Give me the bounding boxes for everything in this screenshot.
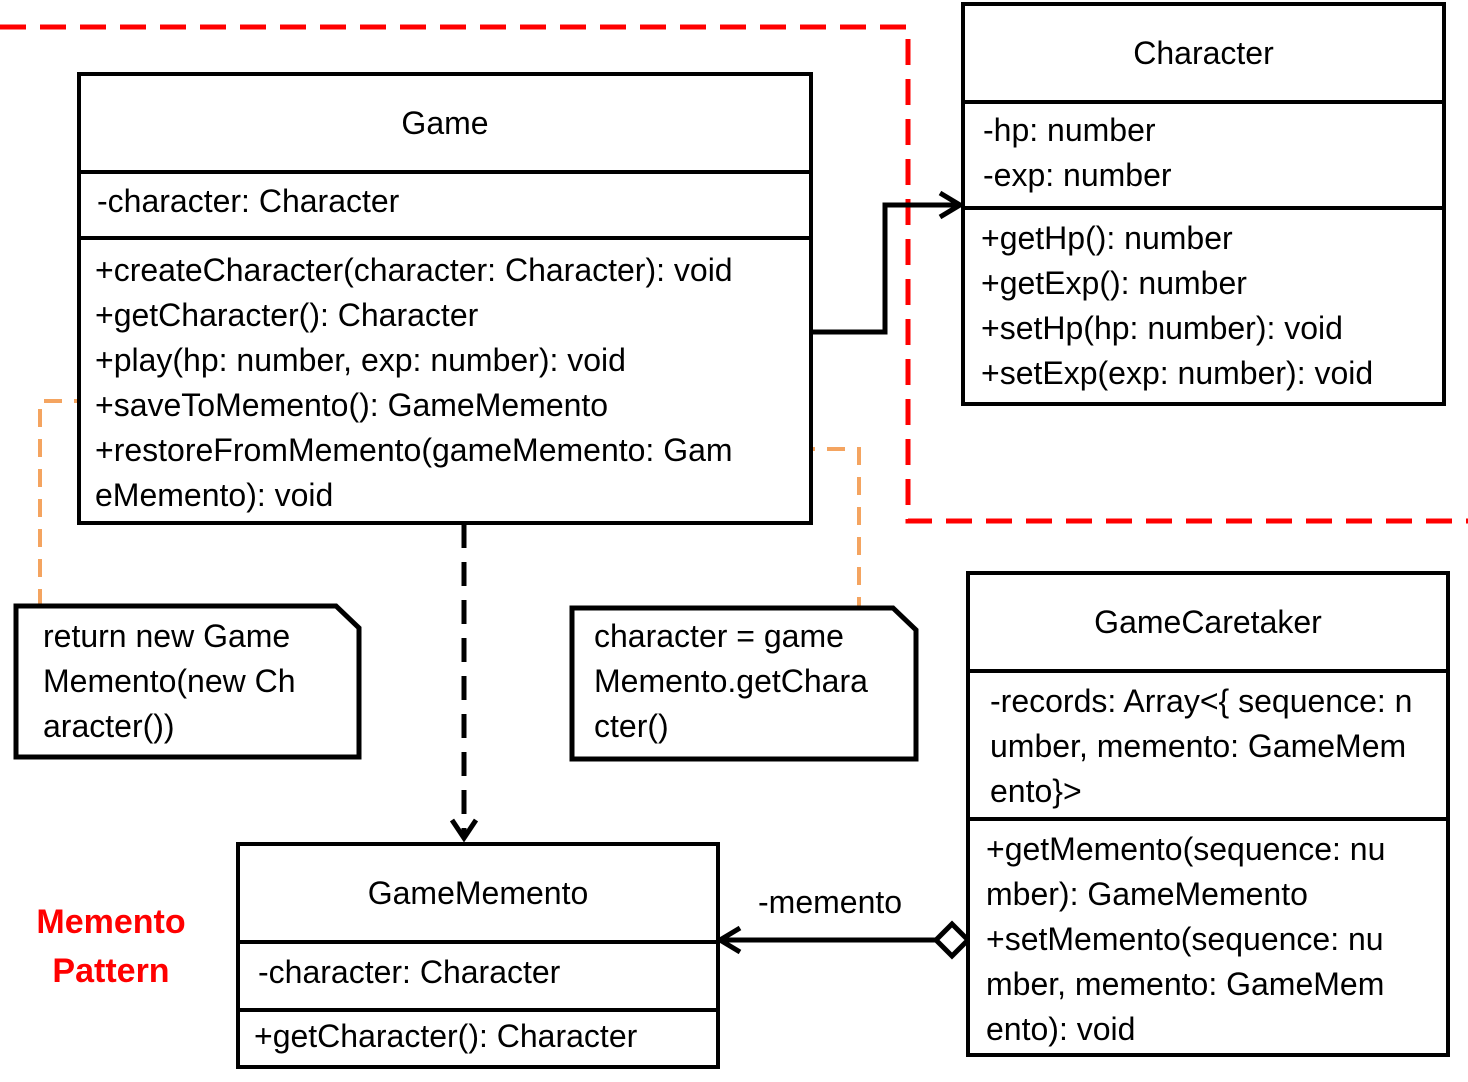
boundary-dashed-line xyxy=(0,24,1468,524)
character-methods-section: +getHp(): number +getExp(): number +setH… xyxy=(965,206,1442,396)
game-class-box: Game -character: Character +createCharac… xyxy=(77,72,813,525)
character-class-name: Character xyxy=(1133,35,1274,71)
game-caretaker-method: ento): void xyxy=(986,1011,1136,1047)
game-attribute: -character: Character xyxy=(97,183,400,219)
game-caretaker-method: +getMemento(sequence: nu xyxy=(986,831,1386,867)
game-attributes-section: -character: Character xyxy=(81,170,809,236)
game-method: +play(hp: number, exp: number): void xyxy=(95,342,626,378)
save-note-shape xyxy=(13,603,362,760)
save-note-line: aracter()) xyxy=(43,708,175,744)
game-caretaker-attribute: -records: Array<{ sequence: n xyxy=(990,683,1413,719)
game-memento-class-name: GameMemento xyxy=(367,875,589,911)
character-method: +getExp(): number xyxy=(981,265,1247,301)
restore-note-line: character = game xyxy=(594,618,844,654)
restore-note: character = game Memento.getChara cter() xyxy=(594,614,868,749)
game-memento-attributes-section: -character: Character xyxy=(240,940,716,1008)
game-caretaker-attribute: umber, memento: GameMem xyxy=(990,728,1407,764)
game-memento-method: +getCharacter(): Character xyxy=(254,1018,638,1054)
game-caretaker-methods-section: +getMemento(sequence: nu mber): GameMeme… xyxy=(970,817,1446,1052)
character-method: +setExp(exp: number): void xyxy=(981,355,1374,391)
character-attribute: -exp: number xyxy=(983,157,1172,193)
game-method: +getCharacter(): Character xyxy=(95,297,479,333)
association-arrowhead xyxy=(938,190,965,220)
game-caretaker-attribute: ento}> xyxy=(990,773,1082,809)
game-method: +restoreFromMemento(gameMemento: Gam xyxy=(95,432,733,468)
restore-note-connector xyxy=(797,447,861,608)
game-method: +createCharacter(character: Character): … xyxy=(95,252,733,288)
save-note-line: return new Game xyxy=(43,618,291,654)
character-class-box: Character -hp: number -exp: number +getH… xyxy=(961,2,1446,406)
restore-note-line: Memento.getChara xyxy=(594,663,868,699)
game-caretaker-class-name: GameCaretaker xyxy=(1094,604,1322,640)
game-caretaker-class-box: GameCaretaker -records: Array<{ sequence… xyxy=(966,571,1450,1057)
game-method: eMemento): void xyxy=(95,477,334,513)
game-caretaker-method: +setMemento(sequence: nu xyxy=(986,921,1384,957)
aggregation-diamond-icon xyxy=(932,920,972,960)
character-method: +getHp(): number xyxy=(981,220,1233,256)
pattern-title-line: Memento xyxy=(36,903,186,941)
save-note: return new Game Memento(new Ch aracter()… xyxy=(43,614,296,749)
game-memento-title-section: GameMemento xyxy=(240,846,716,940)
memento-association-label: -memento xyxy=(758,884,903,920)
pattern-title: Memento Pattern xyxy=(18,898,204,996)
character-attributes-section: -hp: number -exp: number xyxy=(965,100,1442,206)
restore-note-shape xyxy=(569,605,919,762)
game-caretaker-title-section: GameCaretaker xyxy=(970,575,1446,669)
save-note-line: Memento(new Ch xyxy=(43,663,296,699)
aggregation-arrowhead xyxy=(715,925,742,955)
save-note-connector xyxy=(38,399,92,606)
game-class-name: Game xyxy=(401,105,489,141)
game-memento-class-box: GameMemento -character: Character +getCh… xyxy=(236,842,720,1069)
character-class-title-section: Character xyxy=(965,6,1442,100)
game-caretaker-attributes-section: -records: Array<{ sequence: n umber, mem… xyxy=(970,669,1446,817)
game-methods-section: +createCharacter(character: Character): … xyxy=(81,236,809,518)
game-memento-attribute: -character: Character xyxy=(258,954,561,990)
character-attribute: -hp: number xyxy=(983,112,1156,148)
game-memento-methods-section: +getCharacter(): Character xyxy=(240,1008,716,1059)
game-method: +saveToMemento(): GameMemento xyxy=(95,387,609,423)
pattern-title-line: Pattern xyxy=(52,952,170,990)
game-caretaker-method: mber): GameMemento xyxy=(986,876,1308,912)
game-caretaker-method: mber, memento: GameMem xyxy=(986,966,1385,1002)
game-character-association-line xyxy=(812,202,958,335)
restore-note-line: cter() xyxy=(594,708,669,744)
dependency-arrowhead xyxy=(449,818,479,843)
game-class-title-section: Game xyxy=(81,76,809,170)
character-method: +setHp(hp: number): void xyxy=(981,310,1343,346)
